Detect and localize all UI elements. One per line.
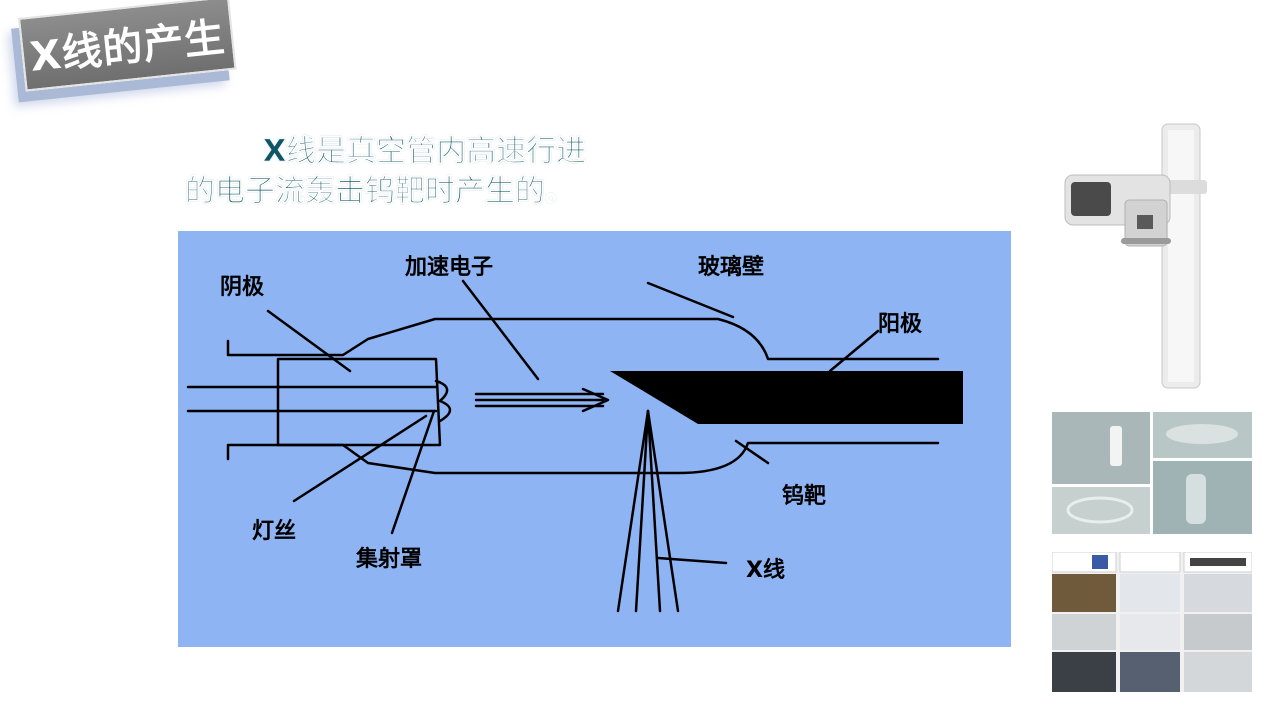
xray-line-3 bbox=[646, 409, 662, 613]
xray-line-4 bbox=[646, 409, 680, 613]
label-accelerated-electrons: 加速电子 bbox=[404, 254, 493, 280]
xray-tube-svg: 阴极 加速电子 玻璃壁 阳极 灯丝 集射罩 钨靶 X线 bbox=[186, 254, 963, 613]
title-tag: X线的产生 bbox=[18, 0, 237, 92]
slide-title: X线的产生 bbox=[27, 14, 228, 81]
glass-envelope-bottom bbox=[226, 441, 940, 475]
leader-cathode bbox=[266, 309, 352, 373]
leader-electrons bbox=[461, 279, 540, 381]
xray-line-1 bbox=[616, 409, 650, 613]
dental-xray-films-image bbox=[1052, 412, 1252, 534]
leader-filament bbox=[292, 414, 428, 503]
slide-subtitle: X线是真空管内高速行进 的电子流轰击钨靶时产生的。 bbox=[185, 132, 705, 212]
filament-coil bbox=[434, 379, 452, 423]
label-xray: X线 bbox=[746, 557, 785, 583]
leader-anode bbox=[828, 329, 880, 373]
label-anode: 阳极 bbox=[878, 312, 923, 337]
subtitle-line-2: 的电子流轰击钨靶时产生的。 bbox=[185, 174, 576, 210]
label-focusing-cup: 集射罩 bbox=[355, 546, 422, 572]
brand-collage-image bbox=[1052, 552, 1252, 692]
subtitle-line-1: X线是真空管内高速行进 bbox=[263, 134, 587, 170]
anode-block bbox=[610, 371, 963, 424]
xray-line-2 bbox=[634, 409, 650, 613]
xray-tube-diagram: 阴极 加速电子 玻璃壁 阳极 灯丝 集射罩 钨靶 X线 bbox=[178, 231, 1011, 647]
label-tungsten-target: 钨靶 bbox=[782, 484, 826, 509]
label-filament: 灯丝 bbox=[252, 518, 296, 544]
leader-glass bbox=[646, 281, 735, 319]
leader-xray bbox=[656, 556, 728, 565]
cathode-cup bbox=[276, 357, 442, 447]
label-cathode: 阴极 bbox=[220, 275, 265, 300]
dental-xray-machine-image bbox=[1064, 123, 1207, 389]
electron-beam-arrowhead bbox=[581, 387, 610, 413]
leader-target bbox=[734, 439, 770, 465]
glass-envelope-top bbox=[226, 317, 940, 361]
leader-focusing-cup bbox=[390, 409, 436, 535]
label-glass-wall: 玻璃壁 bbox=[698, 254, 764, 280]
